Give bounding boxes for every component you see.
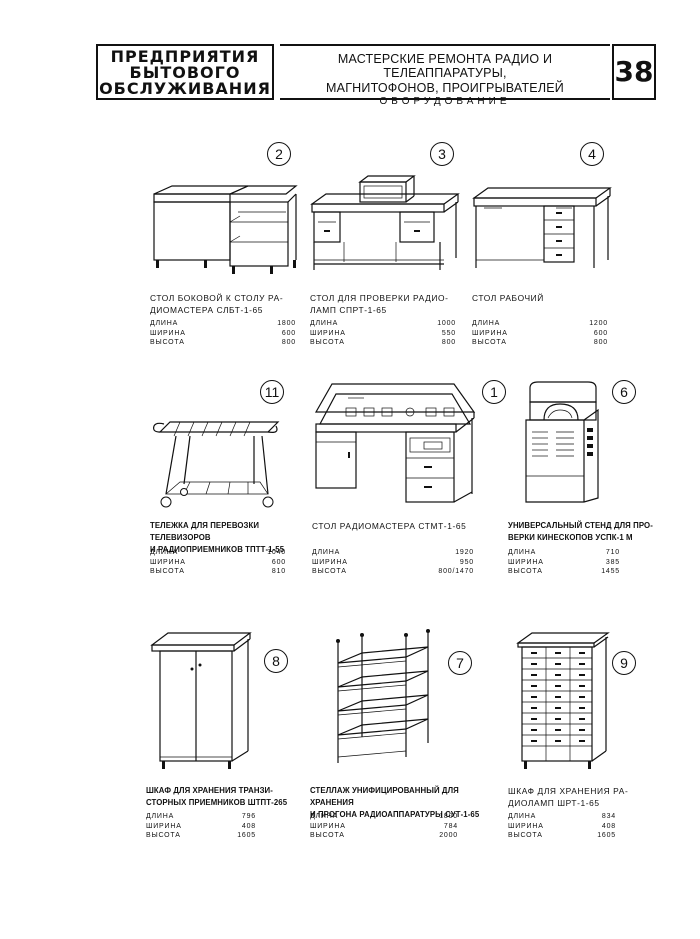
spec-label-height: ВЫСОТА (508, 832, 543, 839)
spec-value-length: 1040 (267, 549, 286, 556)
spec-label-height: ВЫСОТА (508, 568, 543, 575)
spec-label-length: ДЛИНА (310, 813, 339, 820)
item-specs: ДЛИНА 1800 ШИРИНА 600 ВЫСОТА 800 (150, 319, 296, 348)
item-number-badge: 2 (267, 142, 291, 166)
item-number-badge: 7 (448, 651, 472, 675)
spec-label-length: ДЛИНА (472, 320, 501, 327)
item-specs: ДЛИНА 834 ШИРИНА 408 ВЫСОТА 1605 (508, 812, 616, 841)
item-title: СТЕЛЛАЖ УНИФИЦИРОВАННЫЙ ДЛЯ ХРАНЕНИЯ И П… (310, 786, 480, 819)
spec-value-height: 1605 (597, 832, 616, 839)
spec-label-width: ШИРИНА (508, 558, 544, 566)
header-left-line-1: ПРЕДПРИЯТИЯ (110, 47, 260, 66)
spec-value-height: 1605 (237, 832, 256, 839)
spec-value-width: 408 (601, 822, 616, 830)
spec-label-length: ДЛИНА (150, 549, 179, 556)
item-specs: ДЛИНА 796 ШИРИНА 408 ВЫСОТА 1605 (146, 812, 256, 841)
item-number-badge: 8 (264, 649, 288, 673)
item-title: ШКАФ ДЛЯ ХРАНЕНИЯ ТРАНЗИ- СТОРНЫХ ПРИЕМН… (146, 786, 288, 807)
item-specs: ДЛИНА 1040 ШИРИНА 600 ВЫСОТА 810 (150, 548, 286, 577)
spec-value-height: 800 (441, 339, 456, 346)
header-middle-line-1: МАСТЕРСКИЕ РЕМОНТА РАДИО И ТЕЛЕАППАРАТУР… (337, 52, 553, 80)
spec-value-length: 1800 (439, 813, 458, 820)
spec-label-height: ВЫСОТА (472, 339, 507, 346)
item-title: СТОЛ ДЛЯ ПРОВЕРКИ РАДИО- ЛАМП СПРТ-1-65 (310, 293, 449, 315)
spec-value-length: 710 (605, 549, 620, 556)
spec-value-width: 600 (281, 329, 296, 337)
spec-label-width: ШИРИНА (508, 822, 544, 830)
item-specs: ДЛИНА 1200 ШИРИНА 600 ВЫСОТА 800 (472, 319, 608, 348)
spec-value-width: 784 (443, 822, 458, 830)
spec-value-length: 1000 (437, 320, 456, 327)
spec-label-width: ШИРИНА (310, 329, 346, 337)
test-stand-drawing (525, 381, 599, 503)
spec-label-length: ДЛИНА (310, 320, 339, 327)
spec-value-height: 2000 (439, 832, 458, 839)
spec-value-width: 600 (271, 558, 286, 566)
radio-master-desk-drawing (314, 383, 476, 503)
spec-value-height: 800 (281, 339, 296, 346)
item-number-badge: 4 (580, 142, 604, 166)
spec-value-height: 810 (271, 568, 286, 575)
trolley-drawing (153, 421, 280, 508)
header-section-title: ПРЕДПРИЯТИЯ БЫТОВОГО ОБСЛУЖИВАНИЯ (96, 44, 274, 100)
spec-label-width: ШИРИНА (312, 558, 348, 566)
spec-label-length: ДЛИНА (146, 813, 175, 820)
spec-label-height: ВЫСОТА (150, 568, 185, 575)
spec-label-width: ШИРИНА (310, 822, 346, 830)
spec-label-height: ВЫСОТА (310, 832, 345, 839)
item-title: ШКАФ ДЛЯ ХРАНЕНИЯ РА- ДИОЛАМП ШРТ-1-65 (508, 786, 629, 808)
spec-label-height: ВЫСОТА (312, 568, 347, 575)
page-number: 38 (612, 44, 656, 100)
item-number-badge: 1 (482, 380, 506, 404)
spec-value-width: 385 (605, 558, 620, 566)
item-specs: ДЛИНА 710 ШИРИНА 385 ВЫСОТА 1455 (508, 548, 620, 577)
spec-label-width: ШИРИНА (150, 329, 186, 337)
item-number-badge: 6 (612, 380, 636, 404)
item-title: УНИВЕРСАЛЬНЫЙ СТЕНД ДЛЯ ПРО- ВЕРКИ КИНЕС… (508, 521, 653, 542)
spec-value-length: 834 (601, 813, 616, 820)
tube-cabinet-drawing (516, 632, 610, 769)
header-middle-line-3: ОБОРУДОВАНИЕ (379, 96, 511, 107)
spec-value-height: 1455 (601, 568, 620, 575)
spec-value-length: 1200 (589, 320, 608, 327)
spec-value-height: 800/1470 (438, 568, 474, 575)
spec-value-width: 408 (241, 822, 256, 830)
cabinet-drawing (150, 632, 252, 769)
spec-label-length: ДЛИНА (312, 549, 341, 556)
item-title: СТОЛ РАБОЧИЙ (472, 293, 544, 303)
spec-value-length: 1800 (277, 320, 296, 327)
item-title: СТОЛ БОКОВОЙ К СТОЛУ РА- ДИОМАСТЕРА СЛБТ… (150, 293, 284, 315)
item-title: СТОЛ РАДИОМАСТЕРА СТМТ-1-65 (312, 521, 467, 531)
spec-label-width: ШИРИНА (146, 822, 182, 830)
spec-value-length: 796 (241, 813, 256, 820)
spec-value-height: 800 (593, 339, 608, 346)
tube-test-table-drawing (310, 175, 460, 270)
item-number-badge: 3 (430, 142, 454, 166)
item-specs: ДЛИНА 1920 ШИРИНА 950 ВЫСОТА 800/1470 (312, 548, 474, 577)
spec-label-height: ВЫСОТА (310, 339, 345, 346)
spec-value-width: 950 (459, 558, 474, 566)
header-left-line-3: ОБСЛУЖИВАНИЯ (99, 79, 271, 98)
spec-label-height: ВЫСОТА (150, 339, 185, 346)
spec-label-length: ДЛИНА (508, 813, 537, 820)
spec-label-height: ВЫСОТА (146, 832, 181, 839)
item-number-badge: 9 (612, 651, 636, 675)
item-number-badge: 11 (260, 380, 284, 404)
shelving-drawing (336, 629, 430, 763)
spec-label-width: ШИРИНА (150, 558, 186, 566)
header-middle-line-2: МАГНИТОФОНОВ, ПРОИГРЫВАТЕЛЕЙ (326, 81, 564, 95)
item-specs: ДЛИНА 1000 ШИРИНА 550 ВЫСОТА 800 (310, 319, 456, 348)
spec-label-length: ДЛИНА (508, 549, 537, 556)
header-subject: МАСТЕРСКИЕ РЕМОНТА РАДИО И ТЕЛЕАППАРАТУР… (280, 44, 610, 107)
work-table-drawing (472, 187, 612, 268)
spec-value-length: 1920 (455, 549, 474, 556)
spec-label-width: ШИРИНА (472, 329, 508, 337)
item-title: ТЕЛЕЖКА ДЛЯ ПЕРЕВОЗКИ ТЕЛЕВИЗОРОВ И РАДИ… (150, 521, 285, 554)
header-left-line-2: БЫТОВОГО (129, 63, 241, 82)
spec-value-width: 600 (593, 329, 608, 337)
item-specs: ДЛИНА 1800 ШИРИНА 784 ВЫСОТА 2000 (310, 812, 458, 841)
spec-label-length: ДЛИНА (150, 320, 179, 327)
side-table-drawing (153, 185, 298, 274)
spec-value-width: 550 (441, 329, 456, 337)
